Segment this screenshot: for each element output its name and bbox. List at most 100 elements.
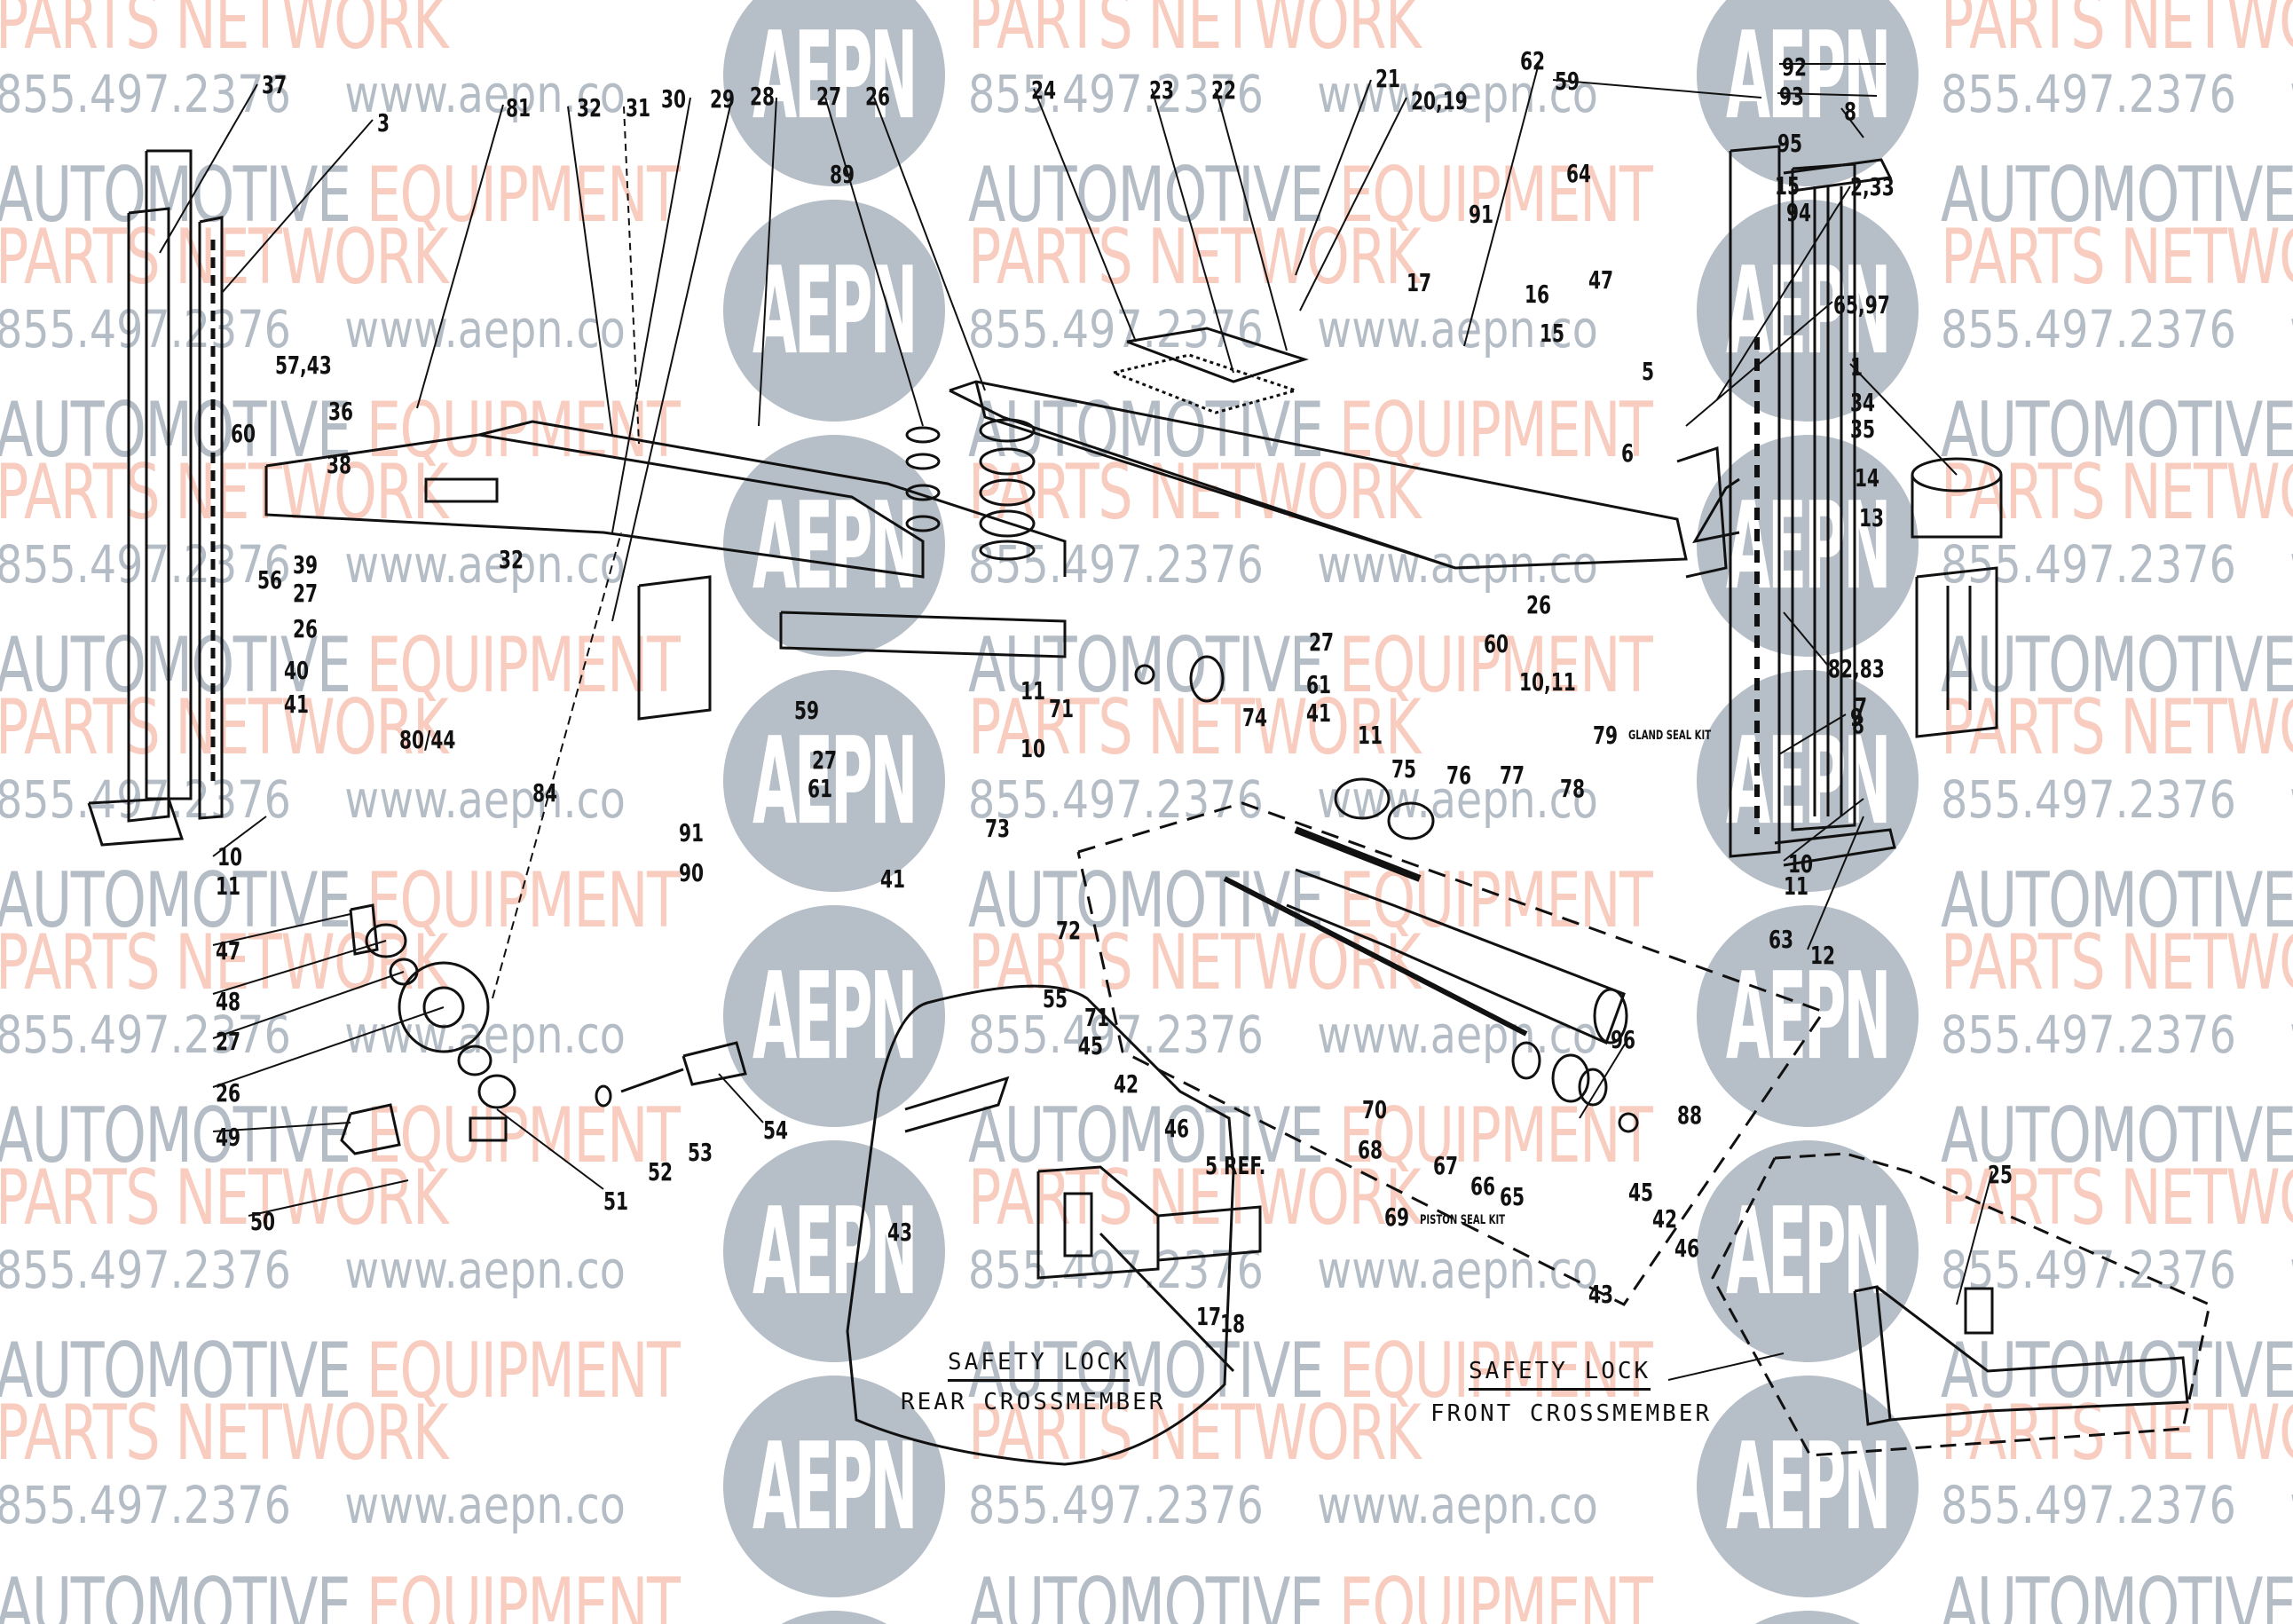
part-callout-50: 50 [250, 1207, 276, 1236]
gland-seal-kit-label: GLAND SEAL KIT [1628, 729, 1712, 743]
part-callout-71: 71 [1084, 1003, 1110, 1032]
part-callout-81: 81 [506, 93, 532, 122]
part-callout-26: 26 [1526, 590, 1552, 619]
left-sheave-assembly [340, 903, 747, 1155]
part-callout-7: 7 [1855, 692, 1868, 721]
part-callout-11: 11 [1784, 871, 1809, 901]
part-callout-71: 71 [1049, 694, 1075, 723]
pulley-stack [905, 418, 1036, 561]
part-callout-51: 51 [603, 1186, 629, 1216]
part-callout-69: 69 [1384, 1202, 1410, 1232]
part-callout-73: 73 [985, 814, 1011, 843]
part-callout-23: 23 [1149, 75, 1175, 105]
part-callout-3: 3 [377, 108, 390, 138]
part-callout-18: 18 [1220, 1309, 1246, 1338]
part-callout-41: 41 [284, 690, 310, 719]
part-callout-10: 10 [1788, 849, 1814, 879]
part-callout-9: 9 [1850, 703, 1864, 732]
part-callout-39: 39 [293, 550, 319, 579]
part-callout-11: 11 [216, 871, 241, 901]
part-callout-94: 94 [1786, 198, 1812, 227]
part-callout-38: 38 [327, 450, 352, 479]
part-callout-92: 92 [1782, 52, 1808, 82]
part-callout-43: 43 [1588, 1280, 1614, 1309]
part-callout-62: 62 [1520, 46, 1546, 75]
part-callout-32: 32 [577, 93, 603, 122]
part-callout-64: 64 [1566, 159, 1592, 188]
part-callout-26: 26 [216, 1078, 241, 1108]
part-callout-91: 91 [1469, 200, 1494, 229]
part-callout-27: 27 [812, 745, 838, 775]
part-callout-40: 40 [284, 656, 310, 685]
part-callout-35: 35 [1850, 414, 1876, 444]
part-callout-30: 30 [661, 84, 687, 114]
part-callout-32: 32 [499, 545, 524, 574]
hydraulic-cylinder [1134, 655, 1639, 1133]
part-callout-59: 59 [1555, 67, 1580, 96]
part-callout-45: 45 [1628, 1178, 1654, 1207]
part-callout-56: 56 [257, 565, 283, 595]
left-arm-beam [264, 420, 1067, 721]
part-callout-68: 68 [1358, 1135, 1383, 1164]
part-callout-15: 15 [1540, 319, 1565, 348]
part-callout-59: 59 [794, 696, 820, 725]
part-callout-57-43: 57,43 [275, 351, 332, 380]
part-callout-65: 65 [1500, 1182, 1525, 1211]
part-callout-41: 41 [880, 864, 906, 894]
part-callout-5-REF-: 5 REF. [1205, 1151, 1266, 1180]
part-callout-91: 91 [679, 818, 705, 847]
part-callout-76: 76 [1446, 761, 1472, 790]
part-callout-49: 49 [216, 1123, 241, 1152]
front-inset-subtitle: FRONT CROSSMEMBER [1430, 1400, 1713, 1427]
part-callout-13: 13 [1859, 503, 1885, 532]
right-post [1729, 145, 1896, 867]
part-callout-16: 16 [1525, 280, 1550, 309]
part-callout-48: 48 [216, 987, 241, 1016]
part-callout-26: 26 [865, 82, 891, 111]
part-callout-15: 15 [1775, 171, 1801, 201]
part-callout-42: 42 [1652, 1204, 1678, 1234]
part-callout-10-11: 10,11 [1519, 667, 1576, 697]
part-callout-65-97: 65,97 [1833, 290, 1890, 319]
part-callout-36: 36 [328, 397, 354, 426]
part-callout-72: 72 [1056, 916, 1082, 945]
part-callout-52: 52 [648, 1157, 674, 1186]
part-callout-61: 61 [1306, 670, 1332, 699]
rear-inset-title: SAFETY LOCK [948, 1349, 1131, 1382]
left-post [87, 149, 224, 847]
part-callout-60: 60 [231, 419, 256, 448]
part-callout-41: 41 [1306, 698, 1332, 728]
part-callout-17: 17 [1407, 268, 1432, 297]
part-callout-75: 75 [1391, 754, 1417, 784]
part-callout-90: 90 [679, 858, 705, 887]
rear-inset-subtitle: REAR CROSSMEMBER [901, 1389, 1166, 1415]
part-callout-84: 84 [532, 778, 558, 808]
part-callout-14: 14 [1855, 463, 1880, 493]
part-callout-8: 8 [1844, 97, 1857, 126]
part-callout-74: 74 [1242, 703, 1268, 732]
part-callout-53: 53 [688, 1138, 713, 1167]
part-callout-20-19: 20,19 [1411, 86, 1468, 115]
part-callout-25: 25 [1988, 1160, 2013, 1189]
cylinder-group-outline [1076, 801, 1826, 1306]
part-callout-27: 27 [293, 579, 319, 608]
part-callout-55: 55 [1043, 984, 1068, 1013]
part-callout-17: 17 [1196, 1302, 1222, 1331]
part-callout-28: 28 [750, 82, 776, 111]
part-callout-46: 46 [1164, 1114, 1190, 1143]
part-callout-80-44: 80/44 [399, 725, 456, 754]
part-callout-95: 95 [1777, 129, 1803, 158]
part-callout-24: 24 [1031, 75, 1057, 105]
part-callout-63: 63 [1769, 925, 1794, 954]
front-crossmember-part [1853, 1285, 2189, 1426]
part-callout-11: 11 [1020, 676, 1046, 706]
part-callout-82-83: 82,83 [1828, 654, 1885, 683]
part-callout-45: 45 [1078, 1031, 1104, 1060]
part-callout-5: 5 [1642, 357, 1655, 386]
part-callout-26: 26 [293, 614, 319, 643]
top-arm-beam [949, 380, 1740, 579]
part-callout-43: 43 [887, 1218, 913, 1247]
part-callout-93: 93 [1779, 82, 1805, 111]
power-unit [1911, 457, 2003, 738]
